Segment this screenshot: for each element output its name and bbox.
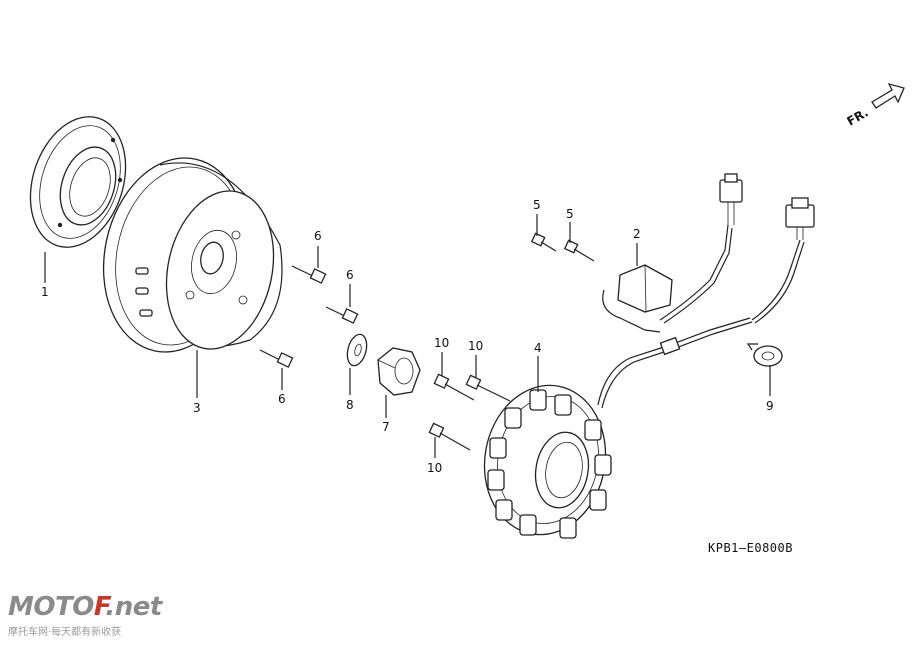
leader-lines [44, 214, 771, 458]
stator-wire-harness [597, 197, 815, 409]
part-9-wire-clamp [746, 343, 783, 367]
callout-6-upper: 6 [314, 229, 322, 243]
part-2-pulse-generator [602, 173, 743, 333]
diagram-code: KPB1—E0800B [708, 541, 793, 555]
callout-7: 7 [382, 420, 390, 434]
direction-label: FR. [845, 105, 871, 128]
watermark-logo: MOTOF.net [8, 592, 162, 622]
callout-3: 3 [193, 401, 201, 415]
part-3-flywheel-rotor [102, 157, 283, 353]
part-10-bolt-bottom [428, 422, 471, 451]
callout-10-right: 10 [468, 339, 483, 353]
callout-6-lower: 6 [278, 392, 286, 406]
part-10-bolt-left [433, 373, 475, 401]
site-watermark: MOTOF.net 摩托车网·每天都有新收获 [8, 592, 178, 640]
part-6-bolt-lower [259, 349, 294, 368]
callout-5-right: 5 [566, 207, 574, 221]
part-10-bolt-right [465, 374, 511, 402]
part-5-bolt-left [530, 232, 557, 252]
callout-10-bottom: 10 [427, 461, 442, 475]
callout-1: 1 [41, 285, 49, 299]
callout-10-left: 10 [434, 336, 449, 350]
part-7-flange-nut [377, 347, 421, 396]
callout-6-middle: 6 [346, 268, 354, 282]
callout-4: 4 [534, 341, 542, 355]
part-5-bolt-right [563, 239, 595, 262]
part-6-bolt-middle [325, 306, 359, 324]
part-6-bolt-upper [291, 265, 327, 284]
callout-8: 8 [346, 398, 354, 412]
watermark-subtitle: 摩托车网·每天都有新收获 [8, 627, 122, 638]
front-direction-marker: FR. [845, 83, 905, 129]
callout-2: 2 [633, 227, 641, 241]
callout-5-left: 5 [533, 198, 541, 212]
part-8-washer [346, 333, 368, 367]
callout-9: 9 [766, 399, 774, 413]
part-4-stator-coil [483, 384, 612, 539]
part-1-starter-gear-plate [29, 116, 127, 248]
callout-numbers: 1 3 6 6 6 8 7 10 10 10 4 5 5 2 9 [41, 198, 774, 475]
